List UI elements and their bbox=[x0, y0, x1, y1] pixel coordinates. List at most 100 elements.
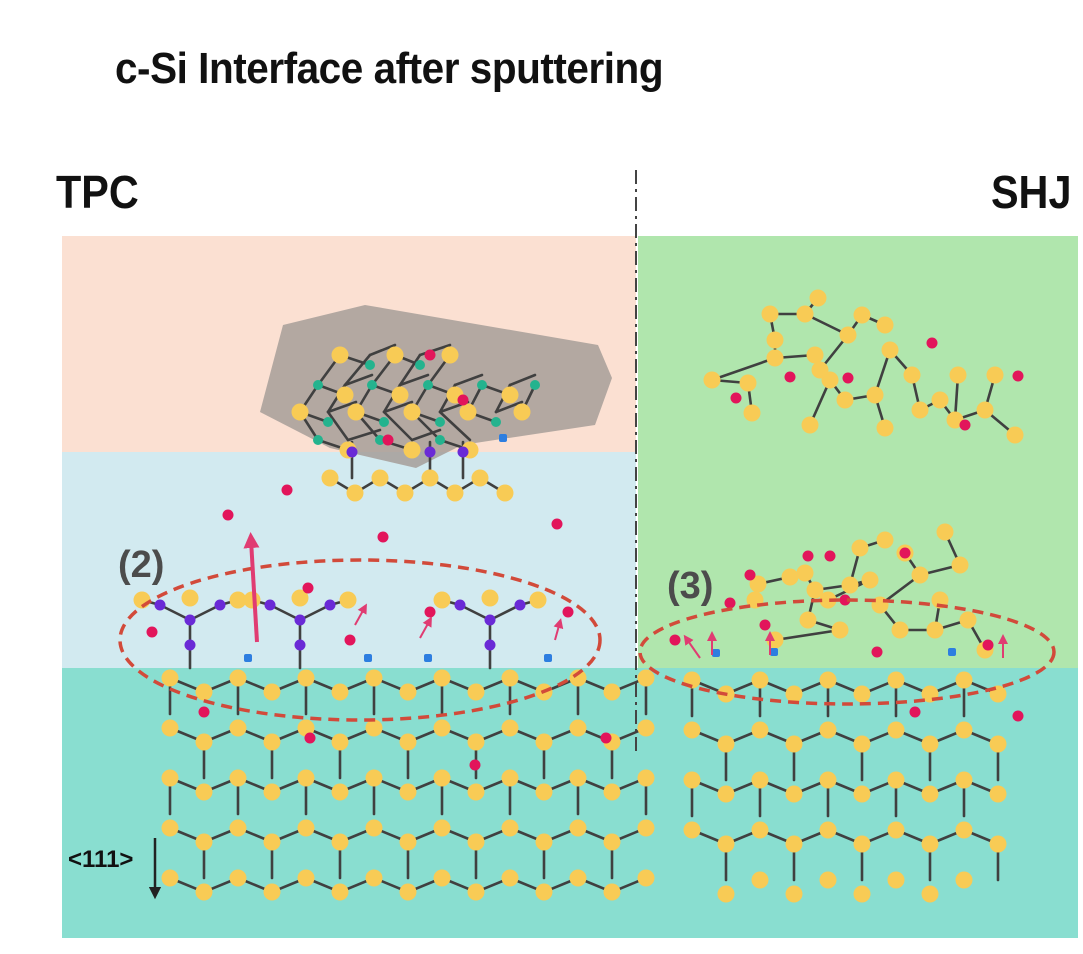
silicon-atom bbox=[569, 719, 587, 737]
bond bbox=[508, 373, 537, 387]
silicon-atom bbox=[959, 611, 977, 629]
silicon-atom bbox=[263, 733, 281, 751]
silicon-atom bbox=[195, 683, 213, 701]
silicon-atom bbox=[853, 835, 871, 853]
hydrogen-atom bbox=[759, 619, 771, 631]
dangling-bond bbox=[364, 654, 372, 662]
silicon-atom bbox=[955, 671, 973, 689]
silicon-atom bbox=[717, 785, 735, 803]
silicon-atom bbox=[785, 685, 803, 703]
bond bbox=[368, 343, 397, 357]
hydrogen-atom bbox=[562, 606, 574, 618]
silicon-atom bbox=[921, 835, 939, 853]
silicon-atom bbox=[263, 783, 281, 801]
silicon-atom bbox=[161, 869, 179, 887]
silicon-atom bbox=[976, 401, 994, 419]
silicon-atom bbox=[749, 575, 767, 593]
silicon-atom bbox=[399, 883, 417, 901]
silicon-atom bbox=[467, 683, 485, 701]
silicon-atom bbox=[365, 869, 383, 887]
silicon-atom bbox=[161, 819, 179, 837]
silicon-atom bbox=[796, 564, 814, 582]
silicon-atom bbox=[861, 571, 879, 589]
silicon-atom bbox=[433, 669, 451, 687]
bond bbox=[268, 603, 302, 622]
nitrogen-atom bbox=[264, 599, 276, 611]
silicon-atom bbox=[529, 591, 547, 609]
hydrogen-arrows bbox=[354, 603, 1008, 659]
silicon-atom bbox=[433, 769, 451, 787]
silicon-atom bbox=[391, 386, 409, 404]
bond bbox=[158, 603, 192, 622]
silicon-atom bbox=[433, 719, 451, 737]
silicon-atom bbox=[291, 589, 309, 607]
silicon-atom bbox=[331, 883, 349, 901]
silicon-atom bbox=[291, 403, 309, 421]
silicon-atom bbox=[683, 821, 701, 839]
silicon-atom bbox=[951, 556, 969, 574]
silicon-atom bbox=[806, 581, 824, 599]
silicon-atom bbox=[931, 591, 949, 609]
silicon-atom bbox=[1006, 426, 1024, 444]
silicon-atom bbox=[989, 785, 1007, 803]
silicon-atom bbox=[603, 683, 621, 701]
silicon-atom bbox=[887, 721, 905, 739]
silicon-atom bbox=[467, 883, 485, 901]
hydrogen-atom bbox=[871, 646, 883, 658]
silicon-atom bbox=[853, 785, 871, 803]
hydrogen-arrow bbox=[419, 616, 432, 639]
carbon-atom bbox=[477, 380, 487, 390]
hydrogen-atom bbox=[982, 639, 994, 651]
silicon-atom bbox=[819, 591, 837, 609]
silicon-atom bbox=[195, 733, 213, 751]
silicon-atom bbox=[717, 885, 735, 903]
carbon-atom bbox=[365, 360, 375, 370]
carbon-atom bbox=[423, 380, 433, 390]
silicon-atom bbox=[331, 733, 349, 751]
hydrogen-atom bbox=[669, 634, 681, 646]
silicon-atom bbox=[195, 883, 213, 901]
silicon-atom bbox=[399, 783, 417, 801]
hydrogen-atom bbox=[302, 582, 314, 594]
carbon-atom bbox=[530, 380, 540, 390]
bond bbox=[326, 400, 358, 414]
silicon-atom bbox=[781, 568, 799, 586]
hydrogen-atom bbox=[304, 732, 316, 744]
nitrogen-atom bbox=[514, 599, 526, 611]
silicon-atom bbox=[195, 833, 213, 851]
dangling-bond bbox=[424, 654, 432, 662]
silicon-atom bbox=[887, 671, 905, 689]
silicon-atom bbox=[637, 769, 655, 787]
nitrogen-atom bbox=[154, 599, 166, 611]
silicon-atom bbox=[801, 416, 819, 434]
hydrogen-atom bbox=[424, 606, 436, 618]
silicon-atom bbox=[347, 403, 365, 421]
carbon-atom bbox=[323, 417, 333, 427]
dangling-bond bbox=[544, 654, 552, 662]
silicon-atom bbox=[946, 411, 964, 429]
silicon-atom bbox=[433, 869, 451, 887]
silicon-atom bbox=[365, 769, 383, 787]
silicon-atom bbox=[819, 871, 837, 889]
silicon-atom bbox=[481, 589, 499, 607]
hydrogen-atom bbox=[377, 531, 389, 543]
silicon-atom bbox=[853, 885, 871, 903]
bond bbox=[346, 428, 382, 442]
carbon-atom bbox=[367, 380, 377, 390]
silicon-atom bbox=[467, 733, 485, 751]
hydrogen-arrow bbox=[553, 618, 564, 641]
nitrogen-atom bbox=[184, 639, 196, 651]
nitrogen-atom bbox=[484, 639, 496, 651]
silicon-atom bbox=[796, 305, 814, 323]
silicon-atom bbox=[806, 346, 824, 364]
silicon-atom bbox=[949, 366, 967, 384]
carbon-atom bbox=[491, 417, 501, 427]
silicon-atom bbox=[841, 576, 859, 594]
silicon-atom bbox=[819, 671, 837, 689]
hydrogen-atom bbox=[909, 706, 921, 718]
silicon-atom bbox=[887, 771, 905, 789]
silicon-atom bbox=[955, 771, 973, 789]
silicon-atom bbox=[365, 669, 383, 687]
nitrogen-atom bbox=[457, 446, 469, 458]
